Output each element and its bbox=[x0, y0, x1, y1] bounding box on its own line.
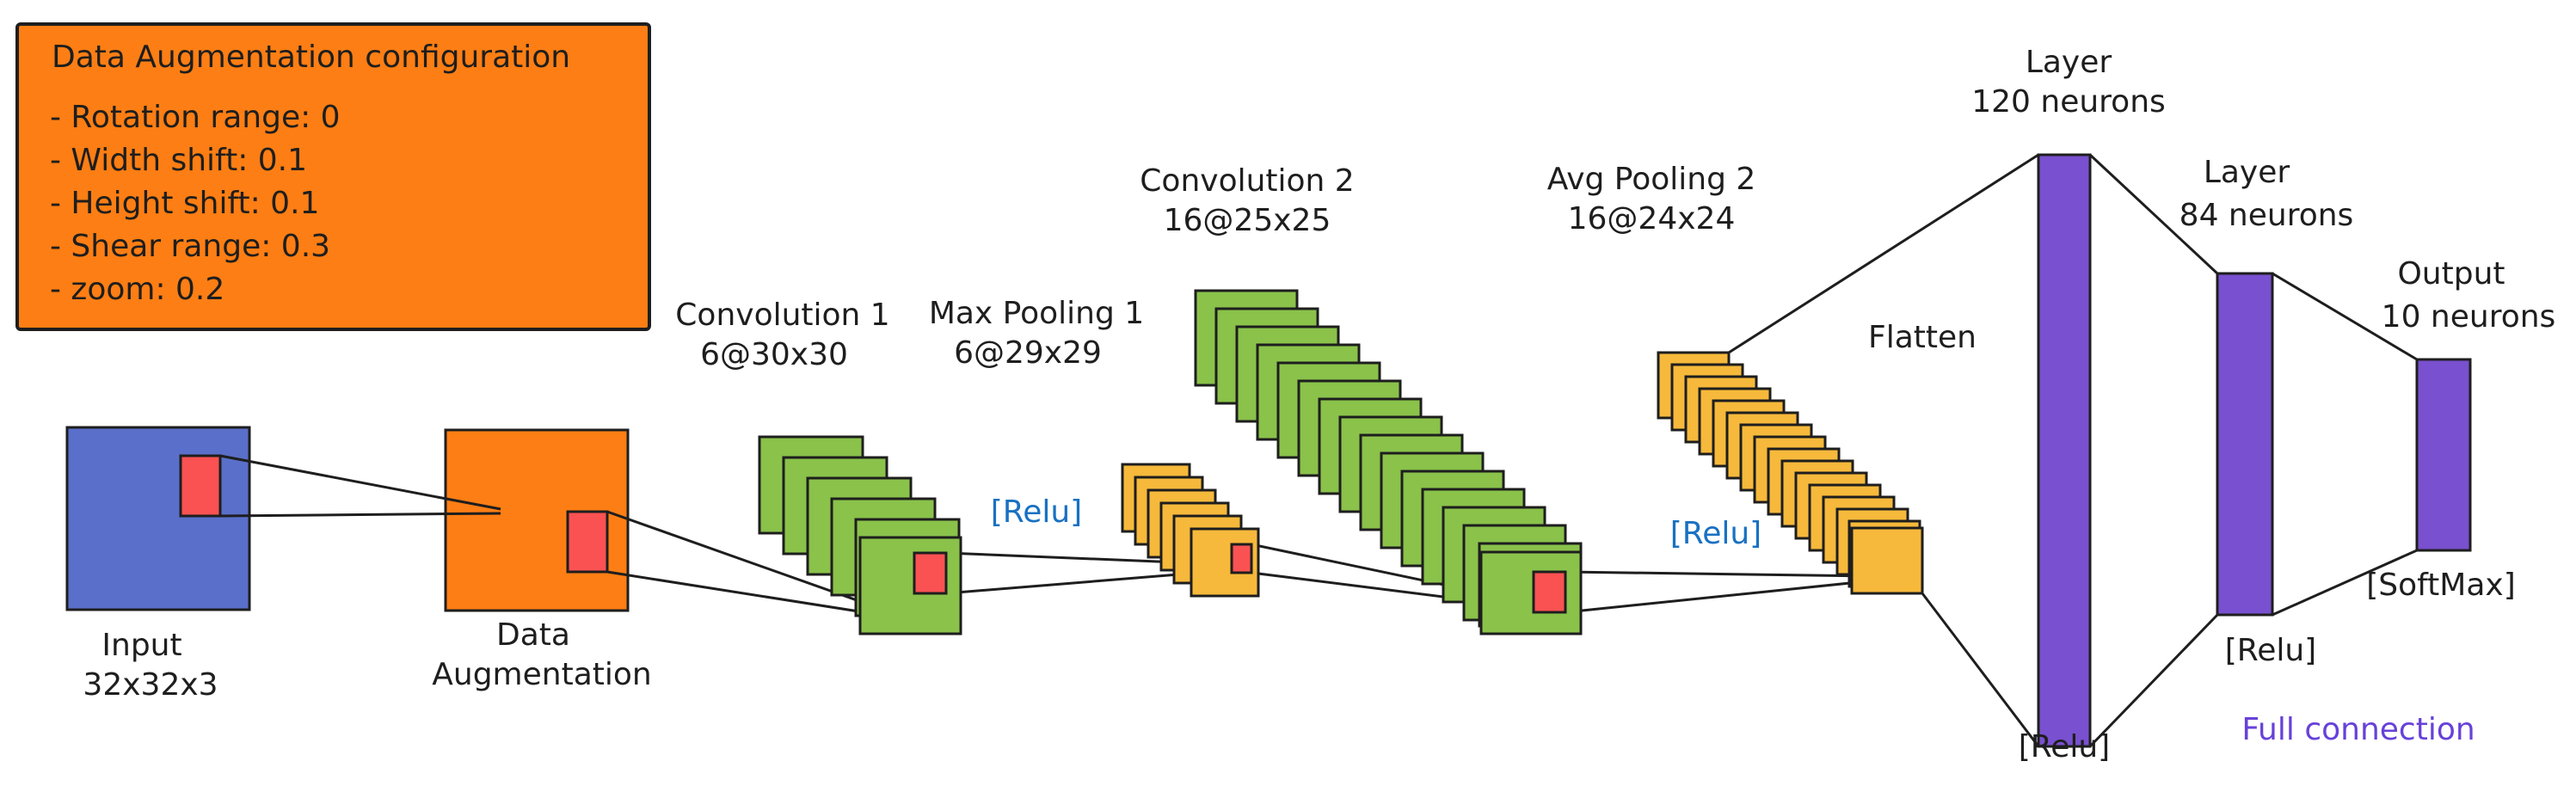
avgpool2-label: Avg Pooling 2 bbox=[1547, 162, 1756, 197]
full-connection-label: Full connection bbox=[2241, 712, 2475, 747]
config-title: Data Augmentation configuration bbox=[52, 40, 570, 75]
layer-120-label: Layer bbox=[2026, 45, 2112, 80]
maxpool1-shape-label: 6@29x29 bbox=[954, 335, 1102, 371]
maxpool1-map-front bbox=[1190, 527, 1260, 598]
input-block: Input 32x32x3 bbox=[65, 426, 251, 703]
output-neurons-label: 10 neurons bbox=[2382, 299, 2556, 335]
conv1-stack bbox=[758, 435, 962, 635]
input-shape-label: 32x32x3 bbox=[83, 667, 218, 703]
maxpool1-kernel bbox=[1230, 543, 1253, 574]
conv1-shape-label: 6@30x30 bbox=[700, 337, 848, 372]
output-bar bbox=[2415, 358, 2472, 552]
maxpool1-label: Max Pooling 1 bbox=[929, 296, 1144, 331]
conv2-label: Convolution 2 bbox=[1140, 163, 1354, 199]
conv1-label: Convolution 1 bbox=[675, 298, 889, 333]
avgpool2-map-front bbox=[1850, 526, 1924, 595]
augmentation-label-2: Augmentation bbox=[432, 657, 651, 692]
config-box: Data Augmentation configuration - Rotati… bbox=[15, 22, 651, 331]
maxpool1-stack bbox=[1121, 463, 1260, 598]
avgpool2-shape-label: 16@24x24 bbox=[1568, 201, 1736, 236]
input-label: Input bbox=[101, 628, 181, 663]
softmax-label: [SoftMax] bbox=[2366, 568, 2516, 603]
config-item-shear: - Shear range: 0.3 bbox=[50, 229, 330, 264]
relu-label-layer-120: [Relu] bbox=[2019, 729, 2110, 764]
config-item-height-shift: - Height shift: 0.1 bbox=[50, 186, 319, 221]
conv2-shape-label: 16@25x25 bbox=[1164, 203, 1331, 238]
config-item-width-shift: - Width shift: 0.1 bbox=[50, 143, 307, 178]
config-box-background bbox=[15, 22, 651, 331]
relu-label-2: [Relu] bbox=[1670, 516, 1761, 551]
relu-label-1: [Relu] bbox=[991, 494, 1082, 530]
layer-120-neurons-label: 120 neurons bbox=[1971, 84, 2166, 120]
conv2-stack bbox=[1194, 289, 1583, 635]
conv2-kernel bbox=[1532, 570, 1567, 614]
layer-84-neurons-label: 84 neurons bbox=[2179, 198, 2354, 233]
layer-120-bar bbox=[2037, 153, 2092, 748]
augmentation-kernel bbox=[566, 510, 609, 574]
data-augmentation-block: Data Augmentation bbox=[432, 428, 652, 692]
flatten-label: Flatten bbox=[1868, 320, 1977, 355]
config-item-zoom: - zoom: 0.2 bbox=[50, 272, 224, 307]
augmentation-label-1: Data bbox=[496, 617, 570, 653]
input-kernel bbox=[179, 454, 222, 518]
avgpool2-stack bbox=[1657, 351, 1924, 595]
conv1-kernel bbox=[913, 551, 948, 595]
config-item-rotation: - Rotation range: 0 bbox=[50, 100, 341, 135]
output-label: Output bbox=[2397, 256, 2505, 292]
layer-84-label: Layer bbox=[2204, 155, 2290, 190]
relu-label-layer-84: [Relu] bbox=[2225, 633, 2316, 668]
layer-84-bar bbox=[2216, 272, 2274, 617]
input-square bbox=[65, 426, 251, 611]
